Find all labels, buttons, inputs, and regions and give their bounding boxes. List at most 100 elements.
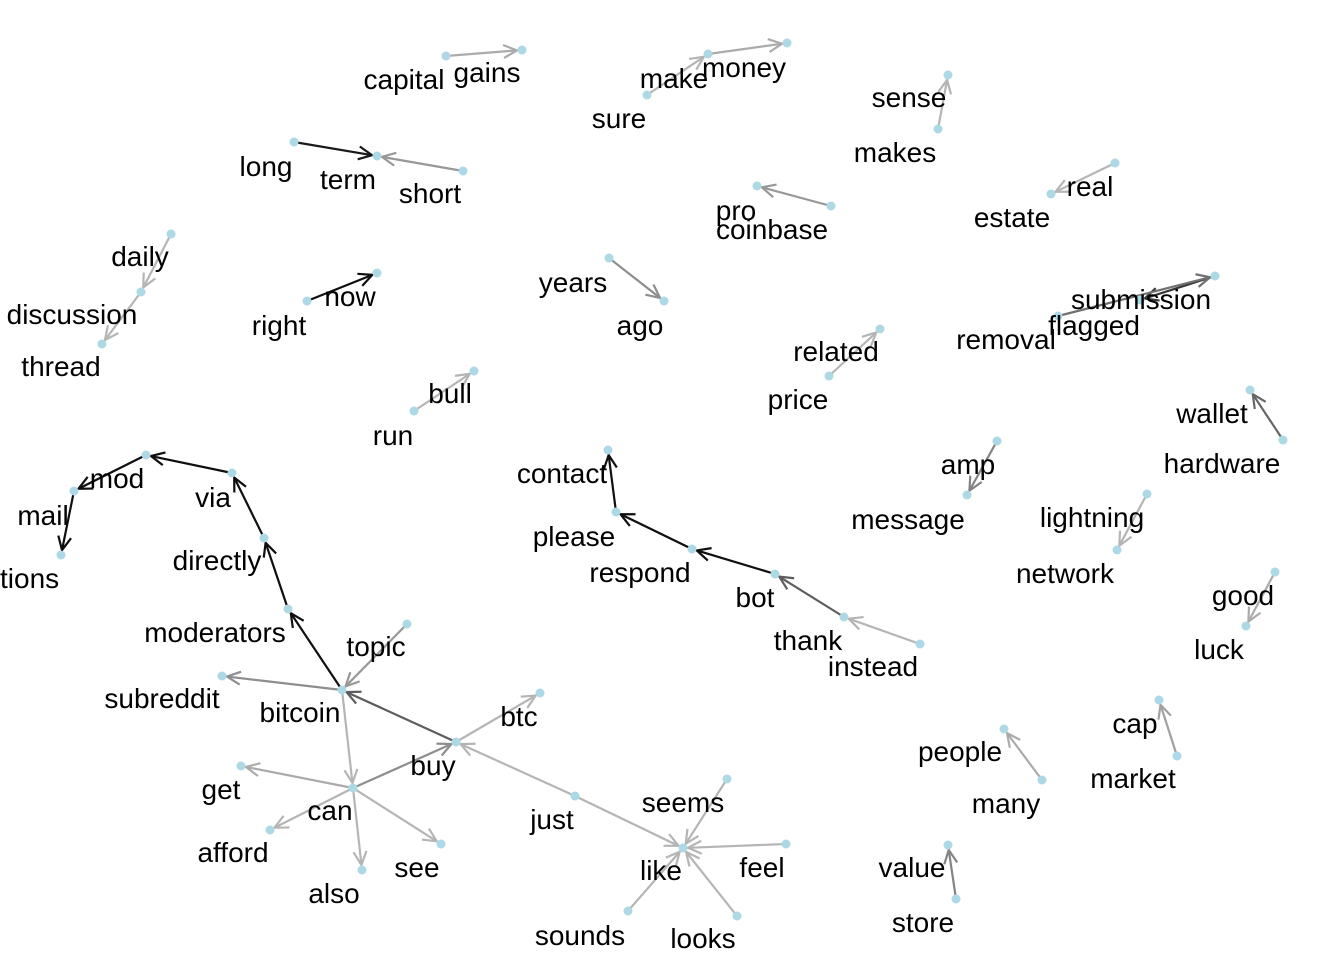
node-btc: [535, 688, 545, 698]
node-directly: [259, 533, 269, 543]
edge-mod-mail: [76, 454, 147, 490]
node-label-market: market: [1090, 763, 1176, 794]
edge-bot-respond: [694, 547, 776, 576]
node-message: [962, 490, 972, 500]
node-label-term: term: [320, 164, 376, 195]
node-discussion: [136, 287, 146, 297]
node-label-looks: looks: [670, 923, 735, 954]
node-coinbase: [826, 201, 836, 211]
node-makes: [933, 124, 943, 134]
node-like: [678, 843, 688, 853]
node-label-years: years: [539, 267, 607, 298]
edge-respond-please: [618, 513, 693, 550]
node-label-respond: respond: [589, 557, 690, 588]
node-label-cap: cap: [1112, 708, 1157, 739]
node-capital: [441, 51, 451, 61]
node-label-mail: mail: [17, 500, 68, 531]
edge-run-bull: [413, 372, 472, 412]
node-just: [570, 791, 580, 801]
node-bot: [770, 569, 780, 579]
edge-can-see: [352, 787, 439, 843]
node-label-thread: thread: [21, 351, 100, 382]
edge-moderators-directly: [262, 540, 290, 610]
arrowhead: [357, 272, 375, 287]
edge-bitcoin-subreddit: [224, 670, 343, 692]
node-label-btc: btc: [500, 701, 537, 732]
node-buy: [451, 737, 461, 747]
node-label-also: also: [308, 878, 359, 909]
arrowhead: [103, 325, 119, 343]
node-label-coinbase: coinbase: [716, 214, 828, 245]
edge-buy-btc: [455, 694, 538, 743]
node-via: [227, 468, 237, 478]
edge-directly-via: [233, 475, 265, 539]
node-label-ago: ago: [617, 310, 664, 341]
node-thank: [839, 612, 849, 622]
edges-layer: [57, 38, 1284, 917]
arrowhead: [233, 475, 247, 493]
node-make: [703, 49, 713, 59]
node-label-flagged: flagged: [1048, 310, 1140, 341]
arrowhead: [968, 475, 983, 493]
node-label-good: good: [1212, 580, 1274, 611]
edge-right-now: [306, 272, 375, 303]
node-label-pro: pro: [716, 195, 756, 226]
node-label-sure: sure: [592, 103, 646, 134]
edge-many-people: [1005, 730, 1043, 781]
node-bitcoin: [337, 685, 347, 695]
edge-coinbase-pro: [759, 183, 832, 208]
arrowhead: [357, 145, 375, 161]
edge-sure-make: [646, 55, 706, 96]
node-market: [1172, 751, 1182, 761]
node-label-long: long: [240, 151, 293, 182]
arrowhead: [1157, 702, 1172, 720]
node-related: [875, 324, 885, 334]
node-topic: [402, 619, 412, 629]
arrowhead: [688, 55, 706, 71]
edge-sounds-like: [627, 849, 682, 912]
edge-market-cap: [1157, 702, 1179, 757]
edge-real-estate: [1053, 162, 1116, 193]
arrowhead: [289, 611, 305, 629]
node-submission: [1210, 271, 1220, 281]
nodes-layer: [56, 38, 1288, 921]
node-label-buy: buy: [410, 750, 455, 781]
node-thread: [97, 339, 107, 349]
node-please: [611, 507, 621, 517]
node-see: [436, 839, 446, 849]
arrowhead: [142, 272, 156, 290]
edge-store-value: [943, 847, 959, 900]
node-cap: [1154, 695, 1164, 705]
node-label-many: many: [972, 788, 1040, 819]
arrowhead: [684, 849, 701, 867]
node-instead: [915, 639, 925, 649]
arrowhead: [520, 694, 538, 709]
node-real: [1110, 158, 1120, 168]
edge-just-like: [574, 795, 681, 847]
node-looks: [732, 911, 742, 921]
node-years: [604, 253, 614, 263]
node-hardware: [1278, 435, 1288, 445]
arrowhead: [262, 540, 277, 558]
node-lightning: [1142, 489, 1152, 499]
node-value: [943, 840, 953, 850]
edge-price-related: [828, 330, 879, 377]
node-label-network: network: [1016, 558, 1115, 589]
node-label-real: real: [1067, 171, 1114, 202]
arrowhead: [502, 43, 520, 59]
arrowhead: [767, 38, 785, 53]
node-now: [372, 268, 382, 278]
node-flagged: [1135, 295, 1145, 305]
arrowhead: [694, 547, 712, 562]
node-people: [999, 724, 1009, 734]
node-label-submission: submission: [1071, 284, 1211, 315]
node-label-can: can: [307, 795, 352, 826]
arrowhead: [243, 762, 261, 777]
node-label-estate: estate: [974, 202, 1050, 233]
node-label-subreddit: subreddit: [104, 683, 219, 714]
node-sure: [642, 90, 652, 100]
edge-good-luck: [1247, 571, 1276, 624]
edge-can-also: [351, 787, 368, 868]
